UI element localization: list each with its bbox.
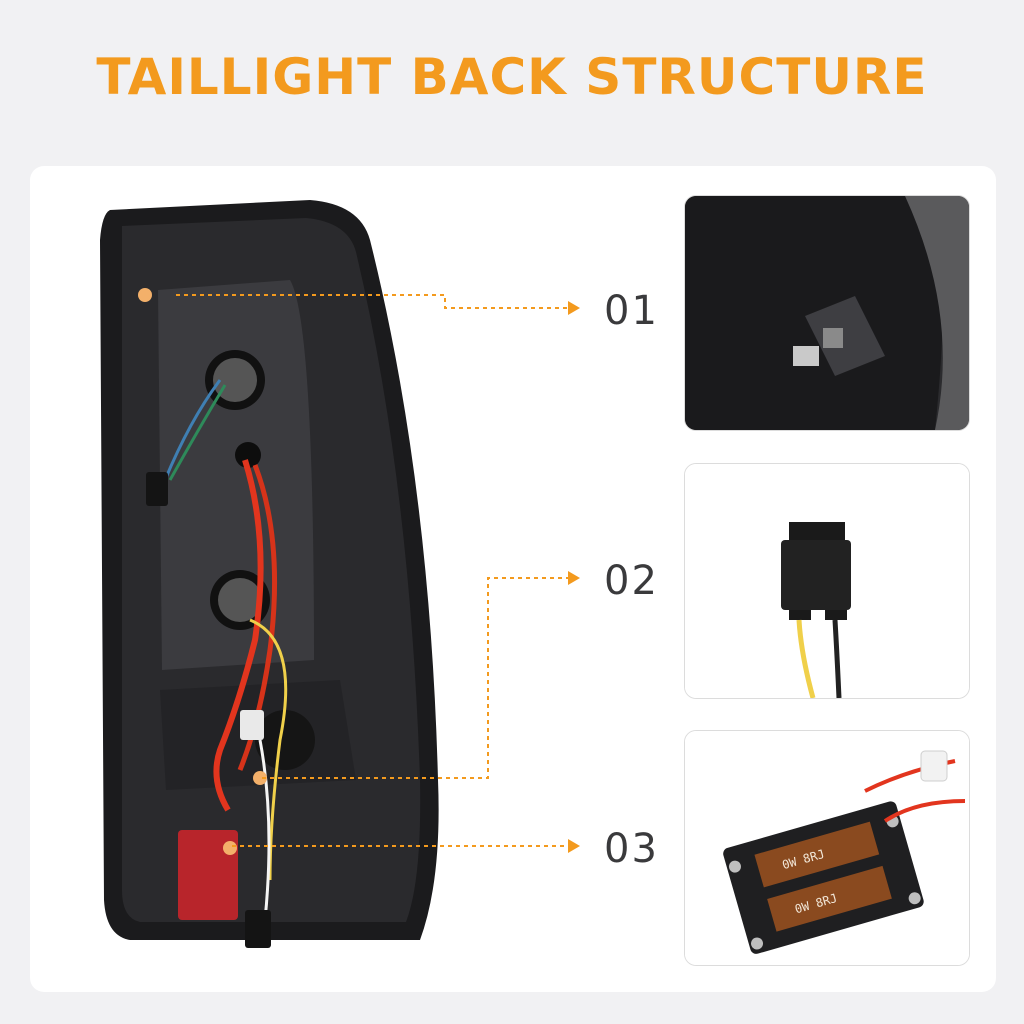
detail-card-load-resistor: 0W 8RJ 0W 8RJ — [684, 730, 970, 966]
load-resistor-icon: 0W 8RJ 0W 8RJ — [685, 731, 969, 965]
page-title: TAILLIGHT BACK STRUCTURE — [96, 48, 928, 106]
callout-number-02: 02 — [604, 558, 659, 604]
detail-card-mounting-clip — [684, 195, 970, 431]
detail-card-wire-connector — [684, 463, 970, 699]
wire-connector-plug-icon — [685, 464, 969, 698]
mounting-clip-icon — [685, 196, 969, 430]
callout-number-01: 01 — [604, 288, 659, 334]
taillight-back-photo — [70, 180, 490, 960]
callout-number-03: 03 — [604, 826, 659, 872]
